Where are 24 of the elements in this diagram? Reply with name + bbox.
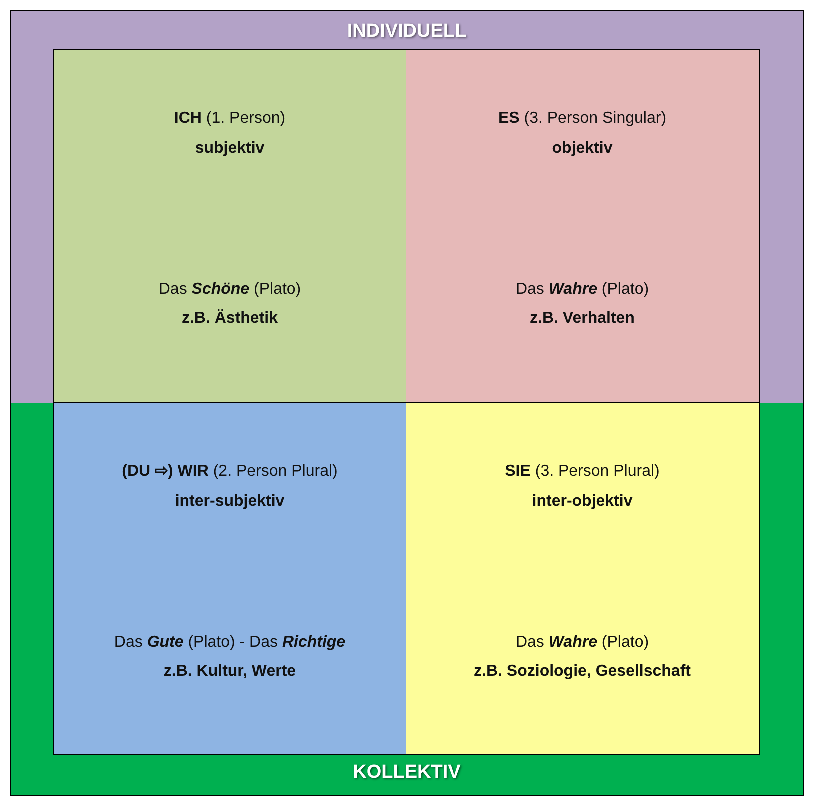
band-heading: KOLLEKTIV — [353, 761, 461, 785]
example-text: z.B. Ästhetik — [182, 308, 278, 329]
quadrant-panel — [406, 49, 760, 403]
quadrant-heading: ICH (1. Person) — [174, 109, 286, 129]
band-panel — [10, 403, 804, 796]
quadrant-heading: (DU ⇨) WIR (2. Person Plural) — [122, 462, 338, 482]
quadrant-panel — [53, 403, 407, 755]
quadrant-subtitle: subjektiv — [195, 139, 265, 159]
example-text: z.B. Soziologie, Gesellschaft — [474, 662, 691, 682]
quadrant-heading: SIE (3. Person Plural) — [505, 462, 660, 482]
quadrant-panel — [53, 49, 407, 403]
example-text: z.B. Kultur, Werte — [164, 662, 296, 682]
example-text: z.B. Verhalten — [530, 309, 635, 329]
quadrant-subtitle: inter-objektiv — [532, 492, 633, 512]
plato-line: Das Wahre (Plato) — [516, 280, 650, 300]
quadrant-heading: ES (3. Person Singular) — [498, 109, 667, 129]
band-panel — [10, 10, 804, 403]
plato-line: Das Wahre (Plato) — [516, 633, 650, 653]
quadrant-subtitle: inter-subjektiv — [175, 492, 285, 512]
plato-line: Das Gute (Plato) - Das Richtige — [114, 633, 346, 653]
quadrant-subtitle: objektiv — [552, 139, 613, 159]
plato-line: Das Schöne (Plato) — [158, 280, 302, 300]
quadrant-panel — [406, 403, 760, 755]
band-heading: INDIVIDUELL — [347, 20, 467, 44]
